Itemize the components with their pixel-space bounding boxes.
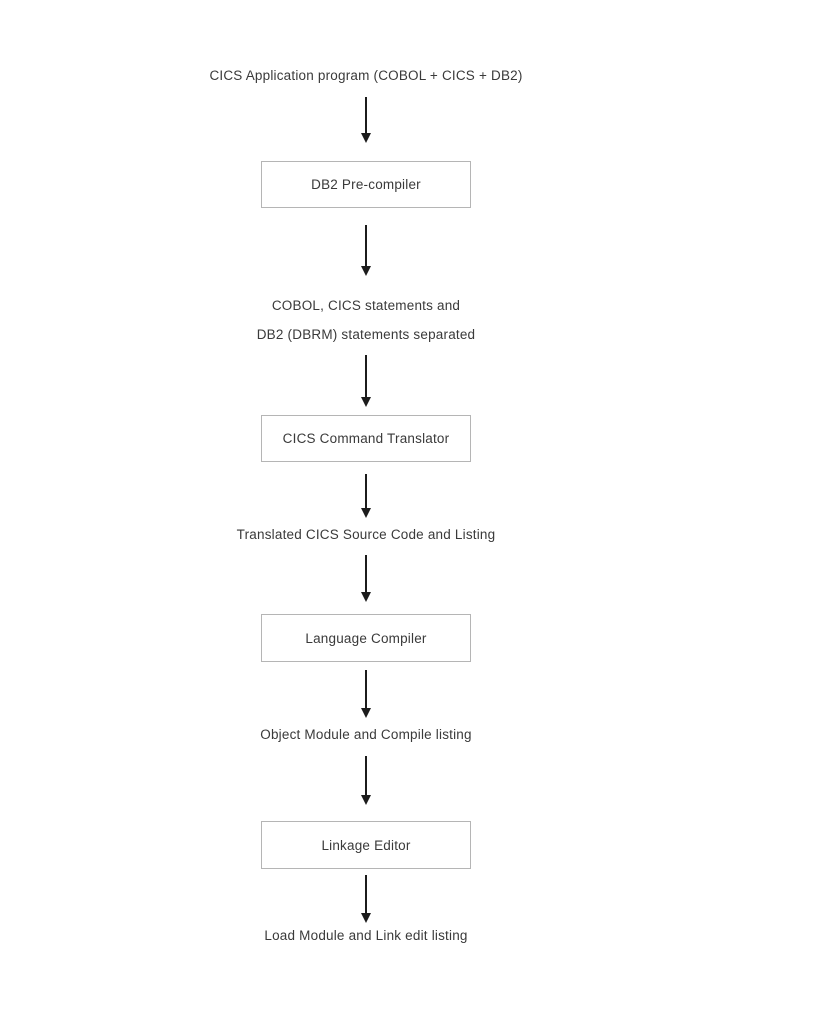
flow-box-cics-command-translator: CICS Command Translator [261, 415, 471, 462]
flow-box-language-compiler: Language Compiler [261, 614, 471, 662]
flow-label-text: COBOL, CICS statements and [271, 298, 461, 313]
arrow-head [361, 266, 371, 276]
flow-box-label: DB2 Pre-compiler [311, 177, 421, 192]
flow-label-text: Load Module and Link edit listing [264, 928, 468, 943]
arrow-shaft [365, 875, 367, 913]
flow-label-text: CICS Application program (COBOL + CICS +… [209, 68, 523, 83]
arrow-shaft [365, 355, 367, 397]
arrow-shaft [365, 756, 367, 795]
arrow-head [361, 508, 371, 518]
arrow-head [361, 708, 371, 718]
arrow-down-icon [361, 756, 371, 805]
arrow-down-icon [361, 355, 371, 407]
flow-label-object-module: Object Module and Compile listing [260, 727, 471, 743]
arrow-down-icon [361, 555, 371, 602]
arrow-down-icon [361, 225, 371, 276]
flow-label-text: DB2 (DBRM) statements separated [256, 327, 476, 342]
flow-box-db2-precompiler: DB2 Pre-compiler [261, 161, 471, 208]
arrow-head [361, 913, 371, 923]
arrow-head [361, 397, 371, 407]
arrow-down-icon [361, 97, 371, 143]
flow-label-statements-separated: COBOL, CICS statements and DB2 (DBRM) st… [257, 291, 476, 349]
arrow-down-icon [361, 670, 371, 718]
arrow-down-icon [361, 474, 371, 518]
arrow-head [361, 133, 371, 143]
arrow-head [361, 795, 371, 805]
flow-label-application-program: CICS Application program (COBOL + CICS +… [209, 68, 522, 84]
flow-label-translated-source: Translated CICS Source Code and Listing [237, 527, 496, 543]
flow-label-load-module: Load Module and Link edit listing [264, 928, 467, 944]
arrow-shaft [365, 555, 367, 592]
flow-box-label: Linkage Editor [321, 837, 411, 853]
arrow-head [361, 592, 371, 602]
flow-label-text: Object Module and Compile listing [260, 727, 472, 742]
arrow-shaft [365, 225, 367, 266]
arrow-shaft [365, 97, 367, 133]
flow-label-text: Translated CICS Source Code and Listing [236, 527, 496, 542]
flow-box-label: Language Compiler [305, 630, 427, 646]
flow-box-label: CICS Command Translator [282, 431, 450, 446]
flow-box-linkage-editor: Linkage Editor [261, 821, 471, 869]
arrow-down-icon [361, 875, 371, 923]
arrow-shaft [365, 670, 367, 708]
arrow-shaft [365, 474, 367, 508]
